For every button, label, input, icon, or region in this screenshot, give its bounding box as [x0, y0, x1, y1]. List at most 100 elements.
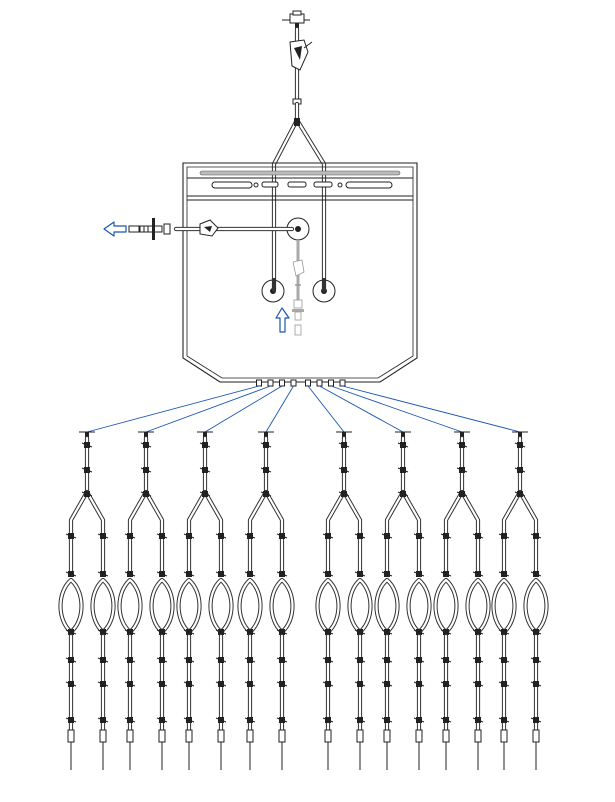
terminal-connector-icon [415, 729, 423, 770]
left-branch [325, 489, 347, 575]
stem-fitting-icon [381, 657, 393, 663]
terminal-connector-icon [126, 729, 134, 770]
terminal-connector-icon [185, 729, 193, 770]
bioprocess-bag [182, 162, 418, 387]
stem-fitting-icon [322, 657, 334, 663]
tubing-loop [433, 577, 459, 635]
outlet-direction-arrow [103, 221, 127, 237]
bag-outlet-port [305, 379, 311, 387]
stem-fitting-icon [498, 681, 510, 687]
loop-fitting-icon [381, 571, 393, 577]
top-pinch-clamp-icon [289, 39, 313, 71]
tubing-loop [406, 577, 432, 635]
terminal-connector-icon [532, 729, 540, 770]
tubing-loop [237, 577, 263, 635]
loop-fitting-icon [124, 629, 136, 635]
bag-outlet-port [279, 379, 285, 387]
y-connector-icon [260, 491, 272, 497]
stem-fitting-icon [97, 681, 109, 687]
stem-fitting-icon [440, 657, 452, 663]
leader-line [204, 385, 283, 433]
loop-fitting-icon [530, 629, 542, 635]
stem-fitting-icon [65, 681, 77, 687]
terminal-connector-icon [278, 729, 286, 770]
loop-fitting-icon [215, 571, 227, 577]
tubing-line [176, 431, 234, 770]
stem-fitting-icon [244, 681, 256, 687]
trunk-fitting-icon [260, 467, 272, 473]
stem-fitting-icon [472, 681, 484, 687]
trunk-fitting-icon [140, 442, 152, 448]
branch-fitting-icon [276, 533, 288, 539]
loop-fitting-icon [97, 629, 109, 635]
trunk-fitting-icon [456, 467, 468, 473]
branch-fitting-icon [354, 533, 366, 539]
terminal-connector-icon [383, 729, 391, 770]
stem-fitting-icon [381, 717, 393, 723]
branch-fitting-icon [244, 533, 256, 539]
loop-fitting-icon [413, 571, 425, 577]
side-pinch-clamp-icon [199, 219, 219, 237]
terminal-connector-icon [442, 729, 450, 770]
stem-fitting-icon [354, 717, 366, 723]
stem-fitting-icon [156, 717, 168, 723]
trunk-fitting-icon [397, 442, 409, 448]
line-cap-stem [342, 432, 346, 438]
loop-fitting-icon [65, 629, 77, 635]
branch-fitting-icon [124, 533, 136, 539]
loop-fitting-icon [472, 571, 484, 577]
stem-fitting-icon [413, 657, 425, 663]
bag-bottom-outlets [256, 379, 346, 387]
tubing-loop [269, 577, 295, 635]
tubing-line [237, 431, 295, 770]
loop-fitting-icon [215, 629, 227, 635]
branch-fitting-icon [530, 533, 542, 539]
terminal-connector-icon [500, 729, 508, 770]
leader-line [330, 385, 463, 433]
stem-fitting-icon [440, 717, 452, 723]
loop-fitting-icon [413, 629, 425, 635]
line-cap-stem [401, 432, 405, 438]
branch-fitting-icon [322, 533, 334, 539]
branch-fitting-icon [156, 533, 168, 539]
loop-fitting-icon [244, 571, 256, 577]
loop-fitting-icon [440, 571, 452, 577]
left-branch [443, 489, 465, 575]
loop-fitting-icon [381, 629, 393, 635]
right-branch [143, 489, 165, 575]
stem-fitting-icon [124, 657, 136, 663]
right-branch [84, 489, 106, 575]
stem-fitting-icon [276, 717, 288, 723]
terminal-connector-icon [67, 729, 75, 770]
stem-fitting-icon [156, 681, 168, 687]
branch-fitting-icon [413, 533, 425, 539]
terminal-connector-icon [474, 729, 482, 770]
loop-fitting-icon [97, 571, 109, 577]
internal-dip-tube [292, 240, 305, 336]
stem-fitting-icon [322, 681, 334, 687]
loop-fitting-icon [498, 629, 510, 635]
tubing-loop [58, 577, 84, 635]
bag-outlet-port [256, 379, 262, 387]
y-connector-icon [514, 491, 526, 497]
left-branch [384, 489, 406, 575]
loop-fitting-icon [354, 629, 366, 635]
y-connector-icon [140, 491, 152, 497]
trunk-fitting-icon [199, 442, 211, 448]
tubing-line [491, 431, 549, 770]
bag-outlet-port [267, 379, 274, 387]
trunk-fitting-icon [397, 467, 409, 473]
leader-line [307, 385, 345, 433]
stem-fitting-icon [215, 681, 227, 687]
right-branch [341, 489, 363, 575]
stem-fitting-icon [215, 657, 227, 663]
tubing-loop [347, 577, 373, 635]
side-luer-connector-icon [128, 218, 171, 240]
stem-fitting-icon [97, 657, 109, 663]
line-cap-stem [518, 432, 522, 438]
tubing-line [315, 431, 373, 770]
tubing-line [58, 431, 116, 770]
right-branch [263, 489, 285, 575]
loop-fitting-icon [183, 629, 195, 635]
